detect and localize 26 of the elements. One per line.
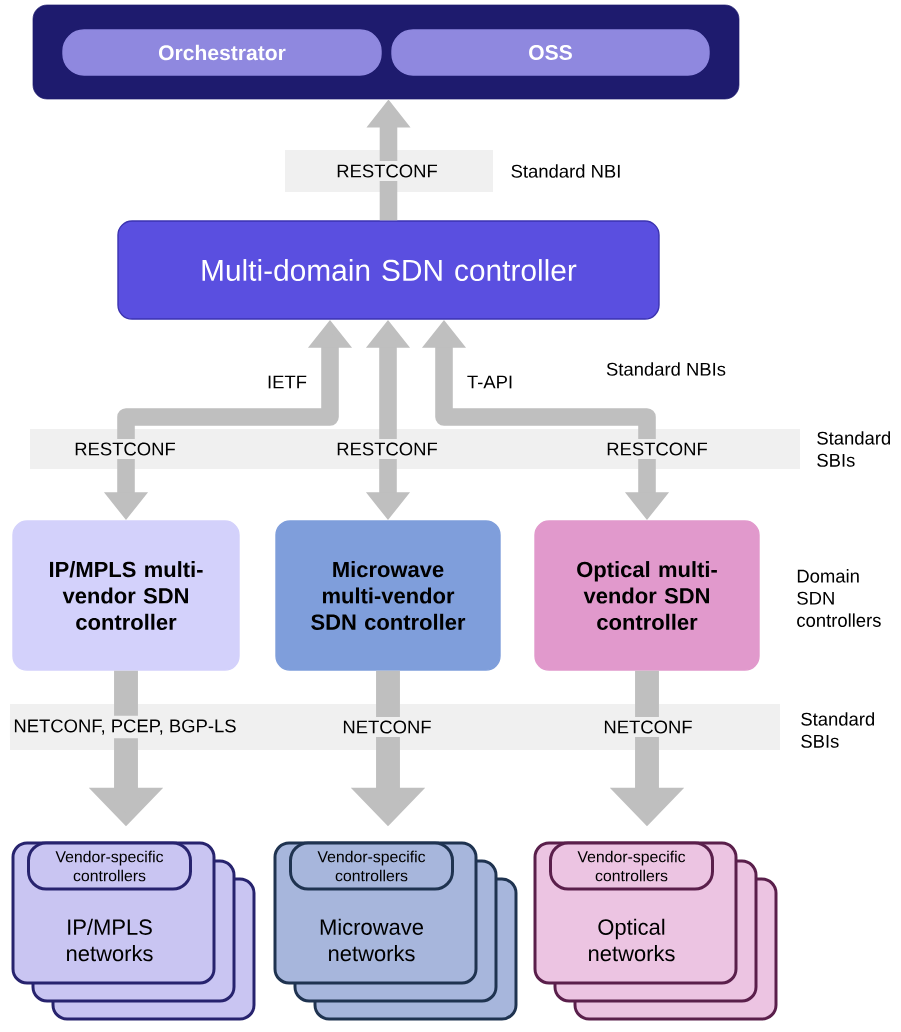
controller-box: Multi-domain SDN controller <box>117 220 660 320</box>
controller-box: IP/MPLS multi-vendor SDN controller <box>12 520 240 671</box>
network-stack: Vendor-specific controllers IP/MPLS networks <box>11 841 256 1021</box>
pill-box: Orchestrator <box>62 29 382 76</box>
node-label: Vendor-specific <box>55 850 164 866</box>
node-label: IP/MPLS networks <box>67 918 153 962</box>
side-label: Standard NBIs <box>606 362 726 376</box>
side-label: Standard SBIs <box>817 431 891 467</box>
node-label: Optical networks <box>589 918 675 962</box>
controller-box: Microwave multi-vendor SDN controller <box>275 520 501 671</box>
pill-box: OSS <box>391 29 710 76</box>
node-label: controllers <box>335 869 408 882</box>
node-label: controllers <box>73 869 146 882</box>
node-label: Vendor-specific <box>577 850 686 866</box>
controller-box: Optical multi-vendor SDN controller <box>534 520 760 671</box>
network-stack: Vendor-specific controllers Microwave networks <box>273 841 518 1021</box>
side-label: Standard NBI <box>511 164 620 178</box>
node-label: Microwave networks <box>320 918 423 962</box>
side-label: T-API <box>467 375 512 389</box>
side-label: Standard SBIs <box>801 712 875 748</box>
edge-label: NETCONF, PCEP, BGP-LS <box>9 715 241 739</box>
side-label: IETF <box>268 375 307 389</box>
network-stack: Vendor-specific controllers Optical networks <box>533 841 778 1021</box>
side-label: Domain SDN controllers <box>797 569 881 627</box>
node-label: controllers <box>595 869 668 882</box>
node-label: Vendor-specific <box>317 850 426 866</box>
